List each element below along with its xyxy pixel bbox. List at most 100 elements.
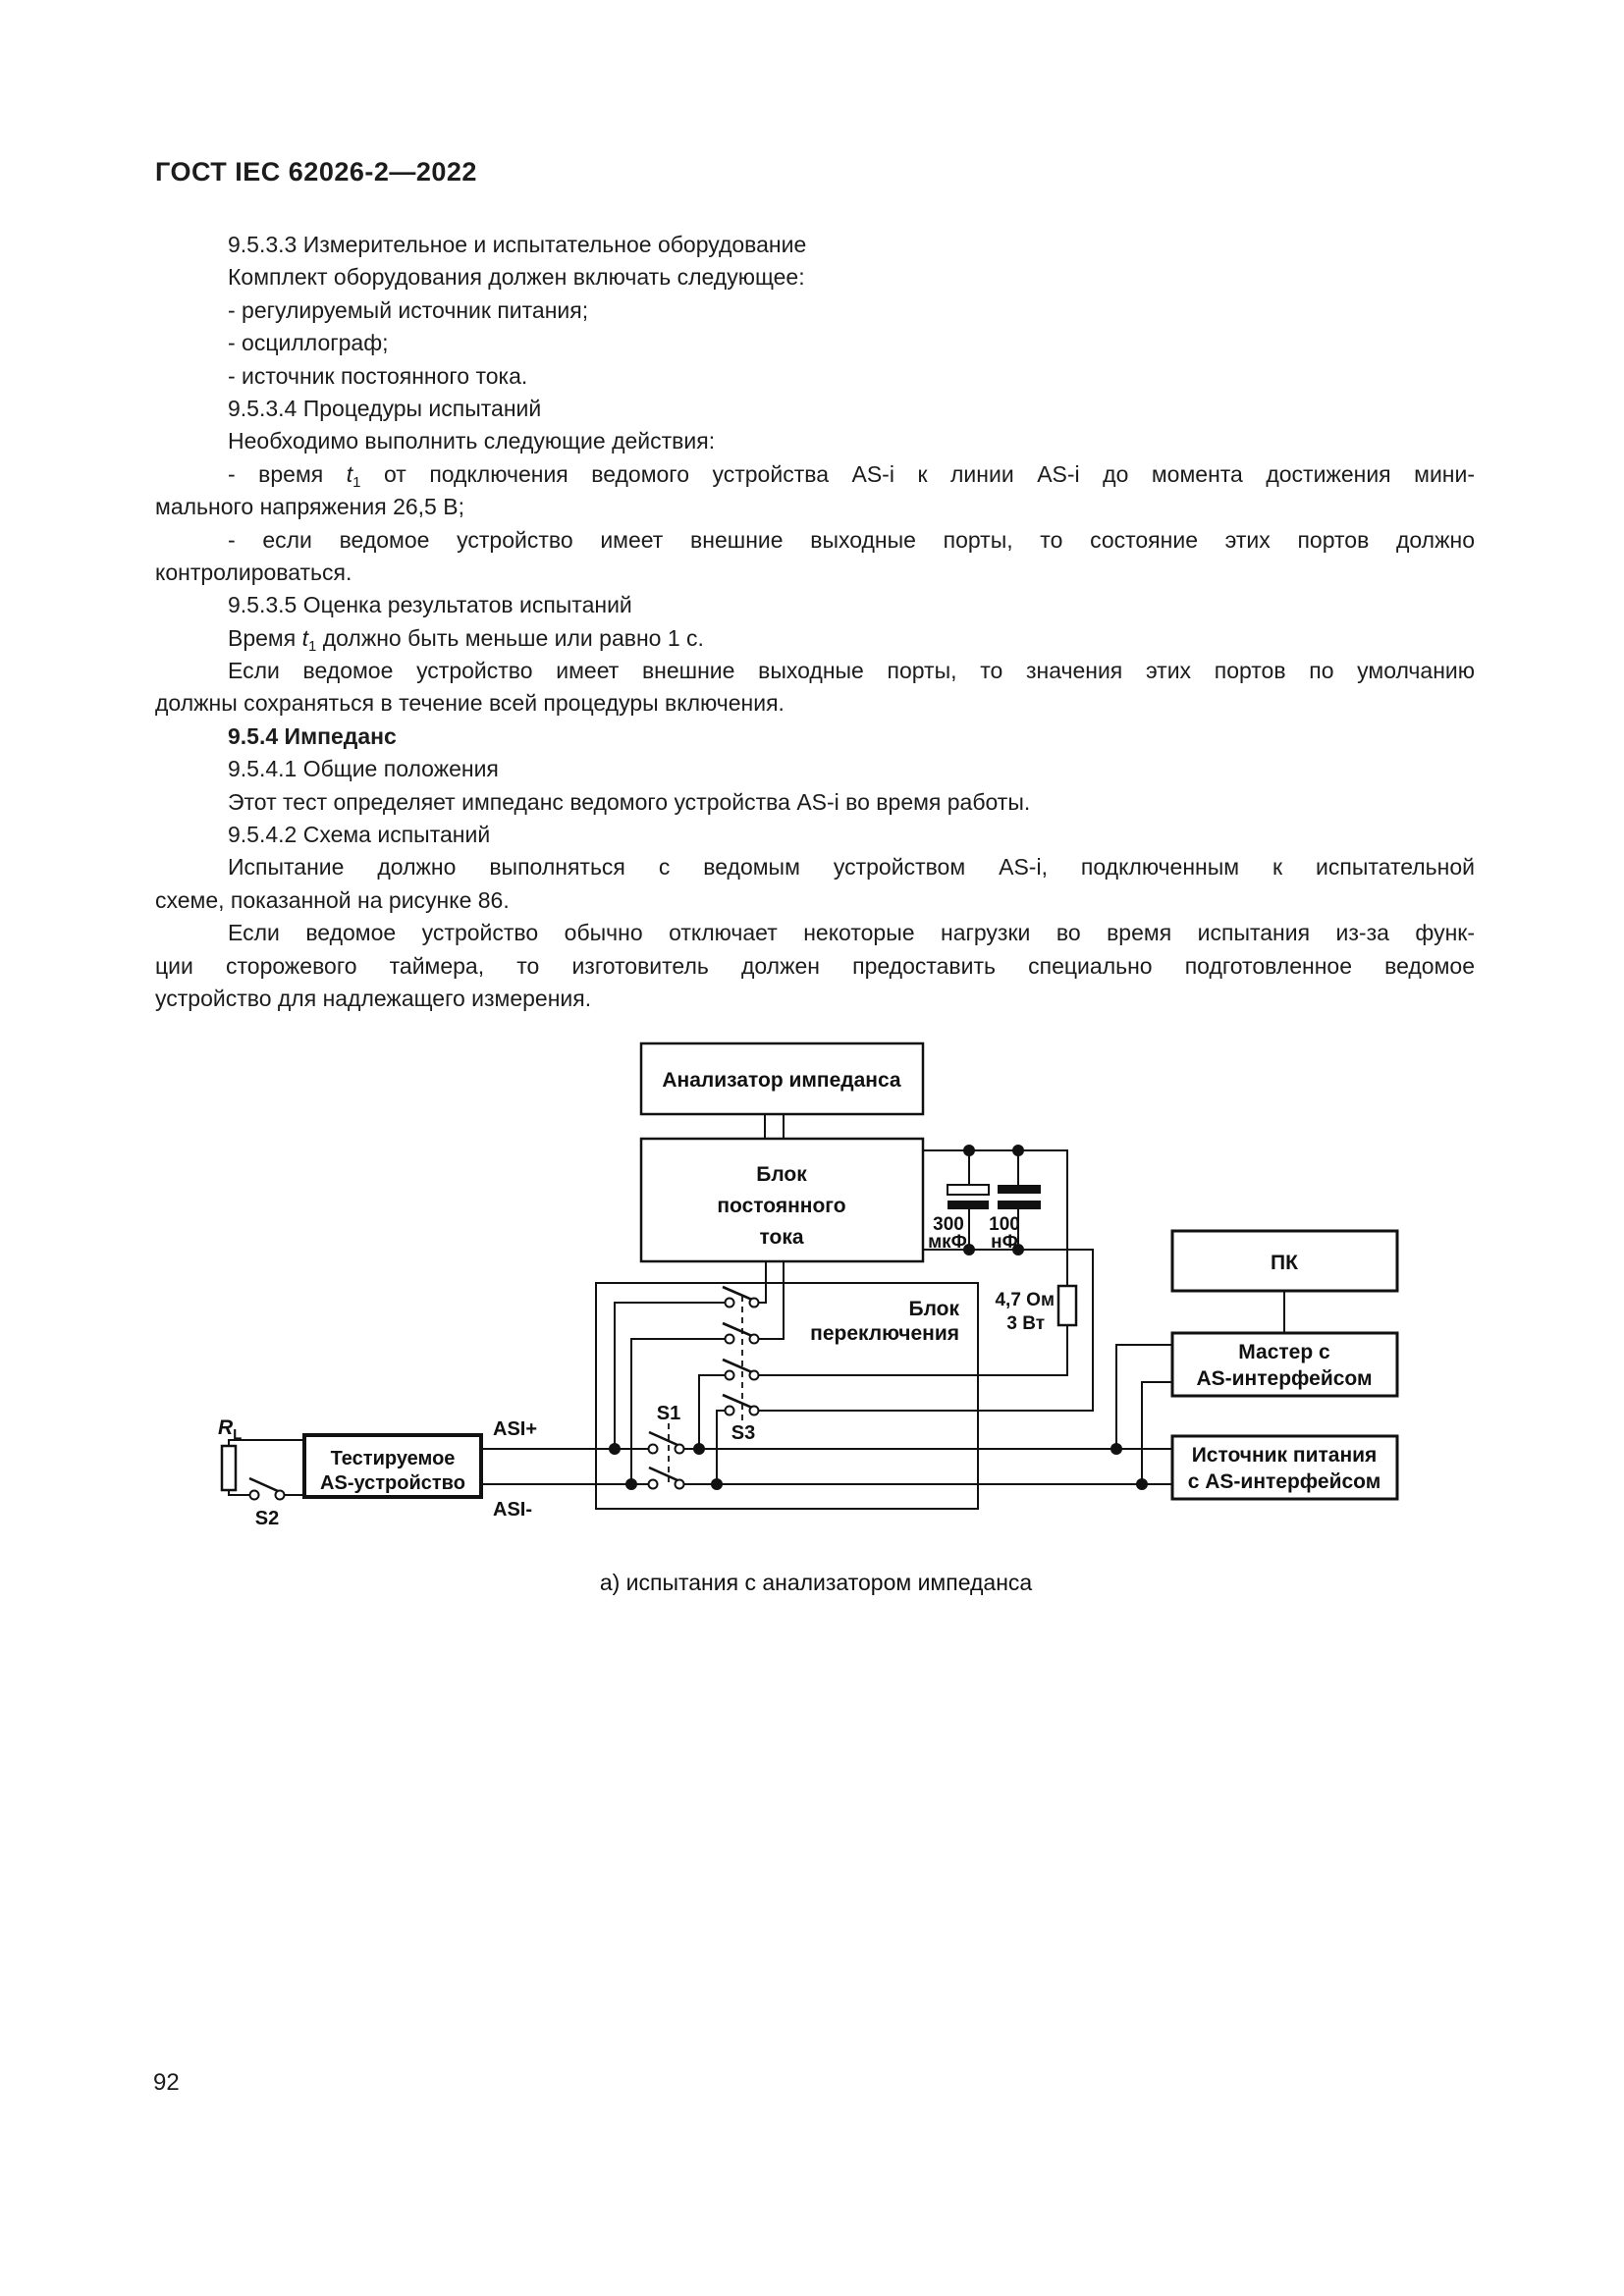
text-line: ции сторожевого таймера, то изготовитель… (155, 952, 1475, 979)
impedance-analyzer-label: Анализатор импеданса (662, 1069, 901, 1092)
switch-block-box (595, 1282, 979, 1510)
text-line: должны сохраняться в течение всей процед… (155, 690, 785, 717)
text-line: Если ведомое устройство имеет внешние вы… (228, 658, 1475, 684)
text-segment: должно быть меньше или равно 1 с. (316, 624, 704, 651)
s3-blade (722, 1358, 753, 1374)
capacitor-100nf-plate-top (998, 1185, 1041, 1194)
wire (758, 1261, 785, 1340)
wire (716, 1410, 726, 1484)
circuit-diagram: Анализатор импеданса Блок постоянного то… (218, 1041, 1399, 1595)
switch-s2-label: S2 (255, 1508, 279, 1529)
resistor-4r7-label: 3 Вт (1006, 1313, 1045, 1334)
load-resistor-label: RL (218, 1416, 242, 1443)
text-line: - регулируемый источник питания; (228, 296, 589, 323)
s3-blade (722, 1393, 753, 1410)
text-segment: - время (228, 460, 347, 487)
impedance-analyzer-box (639, 1041, 925, 1116)
capacitor-100nf-plate-bottom (998, 1201, 1041, 1209)
dc-block-label: Блок (756, 1163, 807, 1186)
subscript: 1 (307, 637, 317, 655)
text-line: 9.5.4.2 Схема испытаний (228, 822, 491, 848)
math-symbol: t (346, 460, 353, 487)
load-resistor-subscript: L (233, 1426, 242, 1443)
subscript: 1 (352, 473, 361, 491)
document-header: ГОСТ IEC 62026-2—2022 (155, 157, 477, 187)
text-line: схеме, показанной на рисунке 86. (155, 886, 510, 913)
wire (630, 1338, 726, 1484)
text-line: - источник постоянного тока. (228, 362, 528, 389)
capacitor-100nf-label: 100 (989, 1214, 1020, 1235)
wire (758, 1261, 767, 1304)
text-line: - время t1 от подключения ведомого устро… (155, 458, 1475, 491)
switch-contacts (248, 1297, 760, 1501)
math-symbol: t (301, 624, 308, 651)
text-line: Комплект оборудования должен включать сл… (228, 264, 805, 291)
figure-86a: Анализатор импеданса Блок постоянного то… (0, 1021, 1624, 1634)
text-line: мального напряжения 26,5 В; (155, 494, 464, 520)
text-line: Необходимо выполнить следующие действия: (228, 428, 716, 454)
wire (614, 1302, 726, 1449)
text-line: 9.5.3.4 Процедуры испытаний (228, 395, 542, 421)
load-resistor (220, 1444, 238, 1492)
text-line: контролироваться. (155, 559, 352, 585)
dut-label: AS-устройство (320, 1472, 465, 1494)
load-resistor-symbol: R (218, 1416, 234, 1439)
text-line: Время t1 должно быть меньше или равно 1 … (155, 622, 1475, 655)
wire (758, 1325, 1068, 1376)
dc-block-label: постоянного (717, 1195, 845, 1217)
power-supply-label: с AS-интерфейсом (1188, 1470, 1381, 1493)
text-line: 9.5.3.5 Оценка результатов испытаний (228, 592, 632, 618)
resistor-4r7 (1056, 1284, 1078, 1327)
text-line: Этот тест определяет импеданс ведомого у… (228, 788, 1031, 815)
master-label: Мастер с (1238, 1341, 1330, 1363)
s3-blade (722, 1321, 753, 1338)
dc-block-label: тока (759, 1226, 803, 1249)
text-line: 9.5.4.1 Общие положения (228, 756, 499, 782)
wire (228, 1439, 304, 1446)
switch-block-label: переключения (810, 1322, 959, 1345)
master-label: AS-интерфейсом (1196, 1367, 1372, 1390)
figure-caption: а) испытания с анализатором импеданса (600, 1570, 1033, 1595)
text-line: 9.5.4 Импеданс (228, 722, 397, 749)
master-box (1170, 1331, 1399, 1398)
power-supply-box (1170, 1434, 1399, 1501)
junction-dots (609, 1145, 1148, 1490)
wire (698, 1374, 726, 1449)
wire (758, 1249, 1094, 1412)
text-segment: Время (228, 624, 302, 651)
capacitor-300uf-label: мкФ (928, 1232, 967, 1253)
s1-blade (648, 1466, 678, 1482)
s1-blade (648, 1430, 678, 1447)
text-line: устройство для надлежащего измерения. (155, 985, 592, 1011)
capacitor-300uf-plate-bottom (947, 1201, 989, 1209)
wire (1141, 1381, 1172, 1484)
dut-box (302, 1433, 483, 1499)
capacitor-100nf-label: нФ (991, 1232, 1018, 1253)
dc-block-box (639, 1137, 925, 1263)
asi-plus-label: ASI+ (493, 1418, 537, 1440)
pc-box (1170, 1229, 1399, 1293)
text-line: Испытание должно выполняться с ведомым у… (228, 854, 1475, 881)
page-number: 92 (153, 2069, 180, 2096)
wire (1115, 1344, 1172, 1449)
pc-label: ПК (1271, 1252, 1298, 1274)
s2-blade (248, 1476, 279, 1493)
switch-s1-label: S1 (657, 1403, 680, 1424)
text-segment: от подключения ведомого устройства AS-i … (360, 460, 1475, 487)
capacitor-300uf-label: 300 (933, 1214, 964, 1235)
resistor-4r7-label: 4,7 Ом (995, 1290, 1055, 1310)
wire (228, 1490, 250, 1496)
text-line: 9.5.3.3 Измерительное и испытательное об… (228, 232, 807, 257)
power-supply-label: Источник питания (1192, 1444, 1378, 1467)
asi-minus-label: ASI- (493, 1499, 532, 1521)
wires (228, 1114, 1285, 1496)
text-line: - осциллограф; (228, 330, 389, 356)
switch-s3-label: S3 (731, 1422, 755, 1444)
switch-block-label: Блок (909, 1298, 960, 1320)
switch-blades (248, 1285, 753, 1493)
text-line: - если ведомое устройство имеет внешние … (228, 526, 1475, 553)
body-text: 9.5.3.3 Измерительное и испытательное об… (155, 229, 1475, 1015)
s3-blade (722, 1285, 753, 1302)
capacitor-300uf-plate-top (947, 1184, 990, 1196)
